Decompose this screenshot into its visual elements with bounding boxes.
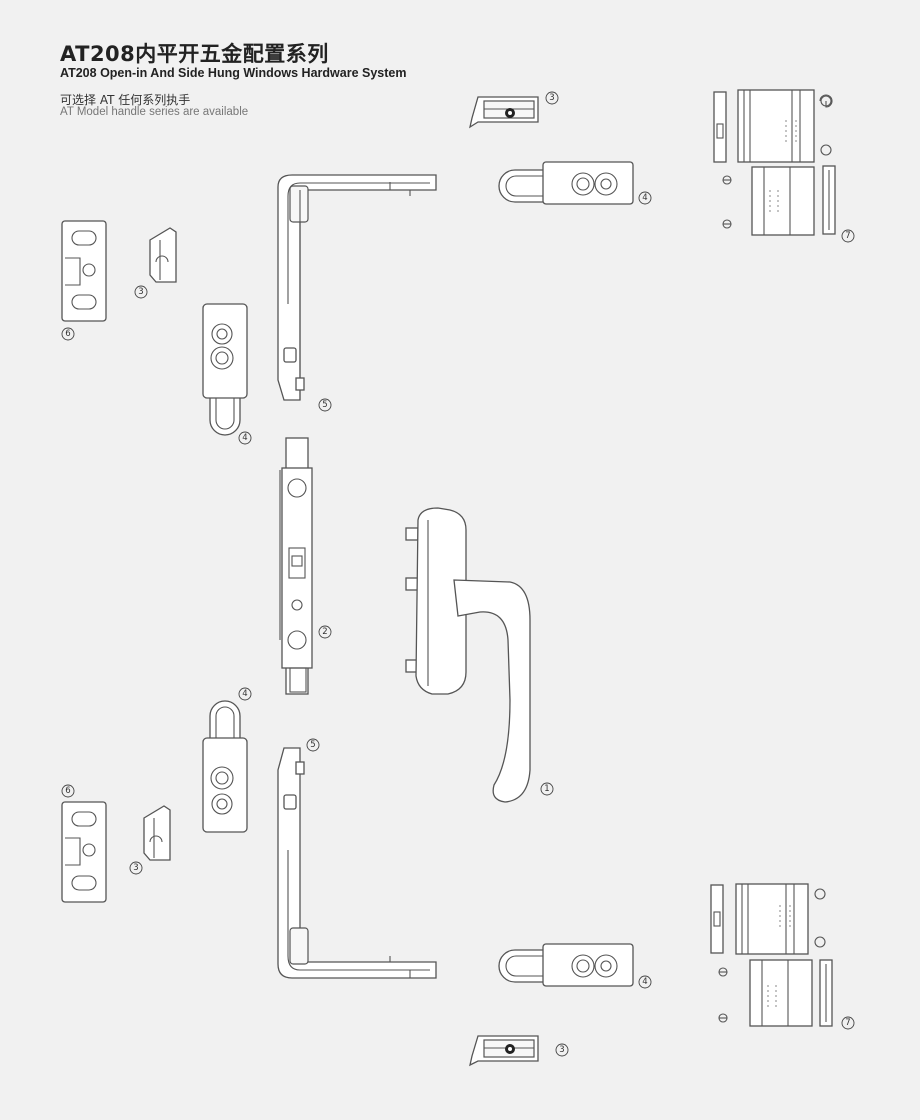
part-keeper-top-right [498,161,634,205]
handle-note-cn: 可选择 AT 任何系列执手 [60,93,191,107]
svg-text:4: 4 [242,689,247,699]
svg-text:3: 3 [559,1045,564,1055]
svg-text:3: 3 [549,93,554,103]
callout-4-left-upper: 4 [238,431,252,445]
part-hinge-top [713,89,836,236]
svg-text:6: 6 [65,786,70,796]
callout-1: 1 [540,782,554,796]
svg-text:3: 3 [138,287,143,297]
part-keeper-left-upper [202,303,248,436]
part-keeper-plate-bottom [61,801,107,903]
part-keeper-plate-top [61,220,107,322]
svg-text:3: 3 [133,863,138,873]
handle-note-en: AT Model handle series are available [60,106,249,118]
callout-3-top: 3 [545,91,559,105]
callout-2: 2 [318,625,332,639]
svg-text:2: 2 [322,627,327,637]
callout-6-bottom: 6 [61,784,75,798]
part-striker-left-top [149,227,177,283]
part-keeper-bottom-right [498,943,634,987]
callout-5-bottom: 5 [306,738,320,752]
svg-text:4: 4 [242,433,247,443]
title-en: AT208 Open-in And Side Hung Windows Hard… [60,66,407,80]
part-striker-bottom [469,1035,539,1067]
svg-text:1: 1 [544,784,549,794]
callout-7-top: 7 [841,229,855,243]
callout-3-left-bottom: 3 [129,861,143,875]
svg-text:7: 7 [845,1018,850,1028]
part-corner-top [277,174,437,401]
svg-text:5: 5 [322,400,327,410]
svg-text:6: 6 [65,329,70,339]
callout-4-bottom-right: 4 [638,975,652,989]
svg-text:4: 4 [642,193,647,203]
part-keeper-left-lower [202,700,248,833]
callout-3-bottom: 3 [555,1043,569,1057]
part-corner-bottom [277,747,437,979]
title-cn: AT208内平开五金配置系列 [60,42,329,66]
svg-text:4: 4 [642,977,647,987]
callout-4-left-lower: 4 [238,687,252,701]
callout-7-bottom: 7 [841,1016,855,1030]
callout-4-top-right: 4 [638,191,652,205]
part-hinge-bottom [710,883,833,1027]
part-handle [405,507,531,803]
callout-5-top: 5 [318,398,332,412]
callout-3-left-top: 3 [134,285,148,299]
svg-text:5: 5 [310,740,315,750]
part-striker-top [469,96,539,129]
part-gearbox [279,437,313,695]
part-striker-left-bottom [143,805,171,861]
callout-6-top: 6 [61,327,75,341]
svg-text:7: 7 [845,231,850,241]
